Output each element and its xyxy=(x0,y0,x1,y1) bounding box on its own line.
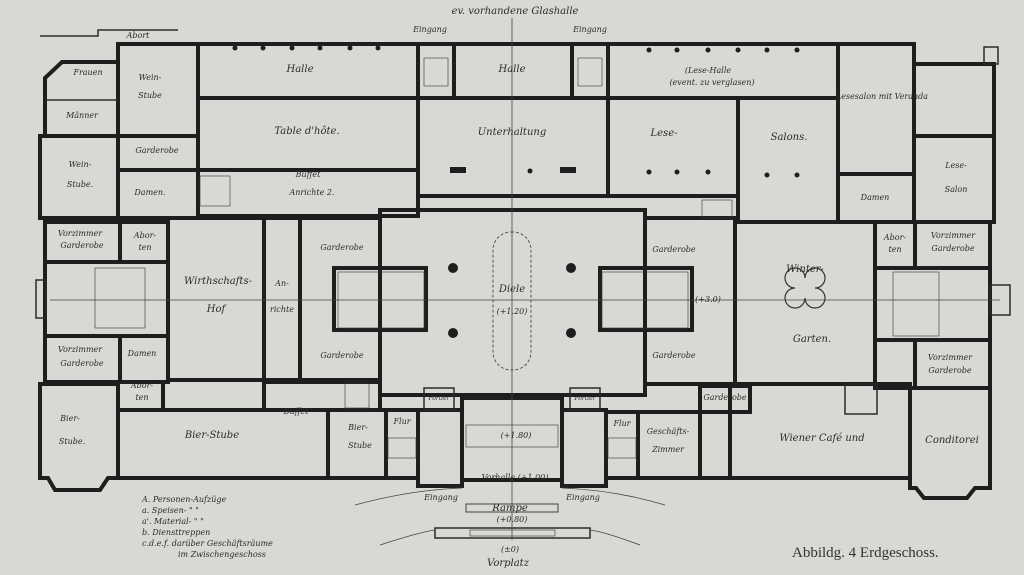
room-label: Wirthschafts- xyxy=(184,276,253,287)
legend-item: c.d.e.f. darüber Geschäftsräume xyxy=(142,539,273,548)
room-label: (Lese-Halle xyxy=(685,66,732,75)
room-label: Wiener Café und xyxy=(779,433,864,444)
room-label: Bier-Stube xyxy=(184,430,239,441)
room-label: Unterhaltung xyxy=(478,127,547,138)
room-label: (±0) xyxy=(501,545,519,554)
room-label: Damen xyxy=(860,193,890,202)
room-label: Garderobe xyxy=(652,351,696,360)
room-label: Buffet xyxy=(283,407,309,416)
room-label: Stube xyxy=(138,91,162,100)
room-label: Portier xyxy=(573,395,596,402)
room-label: Abor- xyxy=(133,231,157,240)
room-label: (+0.80) xyxy=(497,515,528,524)
room-label: ten xyxy=(888,245,901,254)
room-label: Stube xyxy=(348,441,372,450)
room-label: Portier xyxy=(427,395,450,402)
room-label: Damen. xyxy=(133,188,165,197)
room-label: Hof xyxy=(206,304,228,315)
room-label: Zimmer xyxy=(651,445,685,454)
room-label: Winter- xyxy=(786,264,824,275)
room-label: Buffet xyxy=(295,170,321,179)
columns xyxy=(232,45,826,371)
room-label: Salon xyxy=(945,185,968,194)
room-label: Garderobe xyxy=(931,244,975,253)
room-label: Damen xyxy=(127,349,157,358)
room-label: Garderobe xyxy=(135,146,179,155)
room-label: Garten. xyxy=(793,334,831,345)
room-label: Bier- xyxy=(347,423,368,432)
legend-item: a'. Material- " " xyxy=(142,517,204,526)
room-label: Anrichte 2. xyxy=(288,188,334,197)
room-label: (+1.80) xyxy=(501,431,532,440)
room-label: Stube. xyxy=(59,437,85,446)
room-label: Diele xyxy=(498,284,525,295)
room-label: (+3.0) xyxy=(695,295,721,304)
room-label: Eingang xyxy=(572,25,607,34)
room-label: Wein- xyxy=(139,73,162,82)
room-label: Flur xyxy=(392,417,411,426)
room-label: Salons. xyxy=(771,132,808,143)
room-label: Halle xyxy=(286,64,314,75)
room-label: (+1.20) xyxy=(497,307,528,316)
room-label: Garderobe xyxy=(60,359,104,368)
room-label: Table d'hôte. xyxy=(274,126,339,137)
legend-item: im Zwischengeschoss xyxy=(178,550,266,559)
room-label: Flur xyxy=(612,419,631,428)
room-label: An- xyxy=(274,279,289,288)
room-label: Garderobe xyxy=(928,366,972,375)
room-label: Vorplatz xyxy=(487,558,530,569)
room-label: Frauen xyxy=(72,68,102,77)
glashalle-label: ev. vorhandene Glashalle xyxy=(452,6,579,17)
room-label: Lese- xyxy=(650,128,679,139)
figure-caption: Abbildg. 4 Erdgeschoss. xyxy=(792,545,939,561)
room-label: Vorzimmer xyxy=(928,353,973,362)
room-label: Vorzimmer xyxy=(931,231,976,240)
room-label: Conditorei xyxy=(925,435,979,446)
room-label: Rampe xyxy=(491,503,528,514)
room-label: Vorzimmer xyxy=(58,345,103,354)
room-label: Eingang xyxy=(565,493,600,502)
room-label: Garderobe xyxy=(320,243,364,252)
room-label: Vorhalle (+1.00) xyxy=(482,473,549,482)
room-label: Halle xyxy=(498,64,526,75)
room-label: Lesesalon mit Veranda xyxy=(835,92,928,101)
room-labels: ev. vorhandene Glashalle Eingang Eingang… xyxy=(58,6,979,569)
room-label: Abort xyxy=(126,31,151,40)
room-label: Garderobe xyxy=(703,393,747,402)
room-label: Abor- xyxy=(883,233,907,242)
legend-item: b. Diensttreppen xyxy=(142,528,210,537)
room-label: Vorzimmer xyxy=(58,229,103,238)
room-label: (event. zu verglasen) xyxy=(669,78,754,87)
room-label: ten xyxy=(135,393,148,402)
room-label: Eingang xyxy=(423,493,458,502)
room-label: ten xyxy=(138,243,151,252)
room-label: Wein- xyxy=(69,160,92,169)
room-label: Bier- xyxy=(59,414,80,423)
fountain-icon xyxy=(784,267,826,309)
legend: A. Personen-Aufzüge a. Speisen- " " a'. … xyxy=(141,495,273,559)
room-label: Geschäfts- xyxy=(647,427,690,436)
room-label: Abor- xyxy=(130,381,154,390)
legend-item: A. Personen-Aufzüge xyxy=(141,495,226,504)
legend-item: a. Speisen- " " xyxy=(142,506,199,515)
room-label: Garderobe xyxy=(320,351,364,360)
room-label: Stube. xyxy=(67,180,93,189)
room-label: Eingang xyxy=(412,25,447,34)
room-label: Garderobe xyxy=(60,241,104,250)
walls xyxy=(35,18,1011,546)
room-label: Lese- xyxy=(944,161,967,170)
room-label: Männer xyxy=(65,111,99,120)
stairs xyxy=(94,57,940,537)
room-label: richte xyxy=(270,305,294,314)
room-label: Garderobe xyxy=(652,245,696,254)
